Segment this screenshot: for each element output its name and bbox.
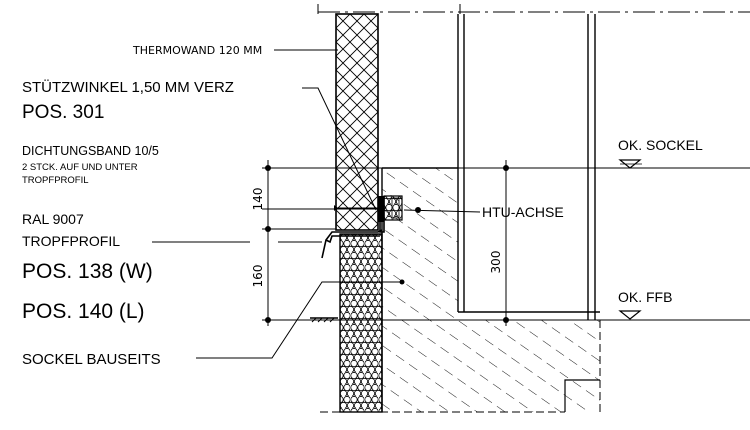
label-pos138: POS. 138 (W) — [22, 260, 153, 283]
dim-160: 160 — [251, 265, 265, 288]
leader-stuetzwinkel — [302, 87, 377, 211]
thermowand-panel — [335, 13, 379, 231]
label-dichtungsband: DICHTUNGSBAND 10/5 — [22, 144, 159, 158]
ground-hatch — [311, 317, 335, 323]
leader-dot — [399, 279, 405, 285]
concrete-base — [382, 168, 600, 412]
label-pos140: POS. 140 (L) — [22, 300, 145, 323]
label-ok-sockel: OK. SOCKEL — [618, 137, 703, 153]
ok-ffb-triangle-icon — [618, 310, 642, 320]
label-dichtungsband-note-1: 2 STCK. AUF UND UNTER — [22, 162, 138, 173]
htu-axis-dot — [415, 207, 421, 213]
dim-300: 300 — [489, 251, 503, 274]
label-pos301: POS. 301 — [22, 102, 104, 123]
dimension-marker — [500, 317, 512, 323]
dichtungsband-strip — [378, 196, 384, 222]
sockel-gravel — [339, 233, 383, 413]
leader-sockel-bauseits — [196, 281, 402, 359]
dimension-marker — [262, 317, 274, 323]
label-tropfprofil: TROPFPROFIL — [22, 233, 120, 249]
label-stuetzwinkel: STÜTZWINKEL 1,50 MM VERZ — [22, 78, 234, 96]
label-sockel-bauseits: SOCKEL BAUSEITS — [22, 351, 161, 368]
leader-arrow-icon — [334, 205, 338, 211]
dimension-marker — [500, 165, 512, 171]
dimension-marker — [262, 226, 274, 232]
label-thermowand: THERMOWAND 120 MM — [132, 44, 262, 57]
label-dichtungsband-note-2: TROPFPROFIL — [22, 175, 89, 186]
label-htu-achse: HTU-ACHSE — [482, 204, 564, 220]
dim-140: 140 — [251, 188, 265, 211]
concrete-step — [564, 379, 600, 412]
htu-inner — [391, 197, 400, 219]
label-ok-ffb: OK. FFB — [618, 289, 672, 305]
label-ral: RAL 9007 — [22, 211, 84, 227]
dimension-marker — [262, 165, 274, 171]
